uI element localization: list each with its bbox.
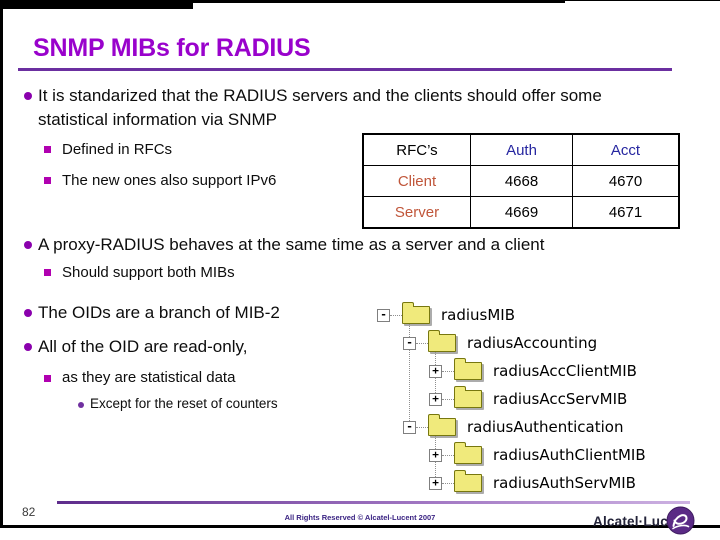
bullet-icon (24, 92, 32, 100)
table-cell-server-auth: 4669 (470, 196, 573, 229)
tree-node-radiusaccclientmib[interactable]: + radiusAccClientMIB (429, 358, 637, 380)
sub-bullet-icon (44, 375, 51, 382)
table-header-acct: Acct (572, 133, 680, 166)
tree-collapse-icon[interactable]: - (403, 336, 416, 350)
tree-node-radiusauthentication[interactable]: - radiusAuthentication (403, 414, 624, 436)
tree-node-label[interactable]: radiusAccServMIB (493, 390, 628, 408)
tree-node-label[interactable]: radiusMIB (441, 306, 516, 324)
tree-node-label[interactable]: radiusAccounting (467, 334, 598, 352)
sub-bullet-both-mibs: Should support both MIBs (62, 264, 235, 281)
title-underline (18, 68, 672, 71)
table-cell-client-acct: 4670 (572, 165, 680, 197)
folder-icon (454, 442, 482, 464)
sub-bullet-ipv6: The new ones also support IPv6 (62, 172, 277, 189)
bullet-text-oids-branch: The OIDs are a branch of MIB-2 (38, 303, 280, 322)
sub-sub-bullet-reset-counters: Except for the reset of counters (90, 396, 278, 411)
tree-collapse-icon[interactable]: - (377, 308, 390, 322)
table-cell-server: Server (362, 196, 471, 229)
table-header-row: RFC’s Auth Acct (362, 133, 680, 166)
frame-bottom-line (0, 525, 720, 528)
table-cell-client: Client (362, 165, 471, 197)
tree-node-label[interactable]: radiusAccClientMIB (493, 362, 637, 380)
tree-stub-line (416, 342, 428, 344)
tree-node-radiusauthclientmib[interactable]: + radiusAuthClientMIB (429, 442, 646, 464)
folder-icon (454, 386, 482, 408)
bullet-icon (24, 309, 32, 317)
folder-icon (454, 470, 482, 492)
bullet-icon (78, 402, 84, 408)
bullet-text-standardized: It is standarized that the RADIUS server… (38, 86, 602, 129)
tree-node-radiusaccounting[interactable]: - radiusAccounting (403, 330, 598, 352)
brand-wordmark: Alcatel·Lucent (593, 514, 689, 529)
frame-top-thick-bar (0, 0, 193, 9)
tree-node-label[interactable]: radiusAuthClientMIB (493, 446, 646, 464)
tree-node-label[interactable]: radiusAuthentication (467, 418, 624, 436)
tree-node-radiusauthservmib[interactable]: + radiusAuthServMIB (429, 470, 636, 492)
table-header-rfcs: RFC’s (362, 133, 471, 166)
sub-bullet-icon (44, 177, 51, 184)
tree-stub-line (442, 482, 454, 484)
folder-icon (402, 302, 430, 324)
tree-expand-icon[interactable]: + (429, 476, 442, 490)
table-row: Client 4668 4670 (362, 165, 680, 197)
sub-bullet-icon (44, 146, 51, 153)
table-header-auth: Auth (470, 133, 573, 166)
page-number: 82 (22, 505, 36, 519)
sub-bullet-defined-in-rfcs: Defined in RFCs (62, 141, 173, 158)
bullet-icon (24, 343, 32, 351)
frame-top-thin-bar (0, 0, 565, 3)
tree-collapse-icon[interactable]: - (403, 420, 416, 434)
bullet-text-read-only: All of the OID are read-only, (38, 337, 248, 356)
tree-connector-line (409, 324, 410, 427)
tree-node-radiusaccservmib[interactable]: + radiusAccServMIB (429, 386, 628, 408)
folder-icon (428, 330, 456, 352)
tree-stub-line (390, 314, 402, 316)
alcatel-lucent-logo-icon (666, 506, 695, 535)
page-title: SNMP MIBs for RADIUS (33, 34, 311, 62)
tree-stub-line (442, 454, 454, 456)
folder-icon (428, 414, 456, 436)
tree-expand-icon[interactable]: + (429, 364, 442, 378)
tree-node-label[interactable]: radiusAuthServMIB (493, 474, 636, 492)
bullet-icon (24, 241, 32, 249)
tree-stub-line (442, 398, 454, 400)
tree-stub-line (416, 426, 428, 428)
copyright-text: All Rights Reserved © Alcatel-Lucent 200… (284, 513, 436, 522)
table-cell-client-auth: 4668 (470, 165, 573, 197)
rfc-table: RFC’s Auth Acct Client 4668 4670 Server … (362, 133, 680, 229)
bullet-text-proxy: A proxy-RADIUS behaves at the same time … (38, 235, 545, 254)
sub-bullet-statistical-data: as they are statistical data (62, 369, 236, 386)
tree-stub-line (442, 370, 454, 372)
table-cell-server-acct: 4671 (572, 196, 680, 229)
footer-divider (57, 501, 690, 504)
folder-icon (454, 358, 482, 380)
table-row: Server 4669 4671 (362, 196, 680, 229)
tree-expand-icon[interactable]: + (429, 392, 442, 406)
sub-bullet-icon (44, 269, 51, 276)
tree-node-radiusmib[interactable]: - radiusMIB (377, 302, 516, 324)
tree-expand-icon[interactable]: + (429, 448, 442, 462)
frame-left-border (0, 0, 3, 527)
